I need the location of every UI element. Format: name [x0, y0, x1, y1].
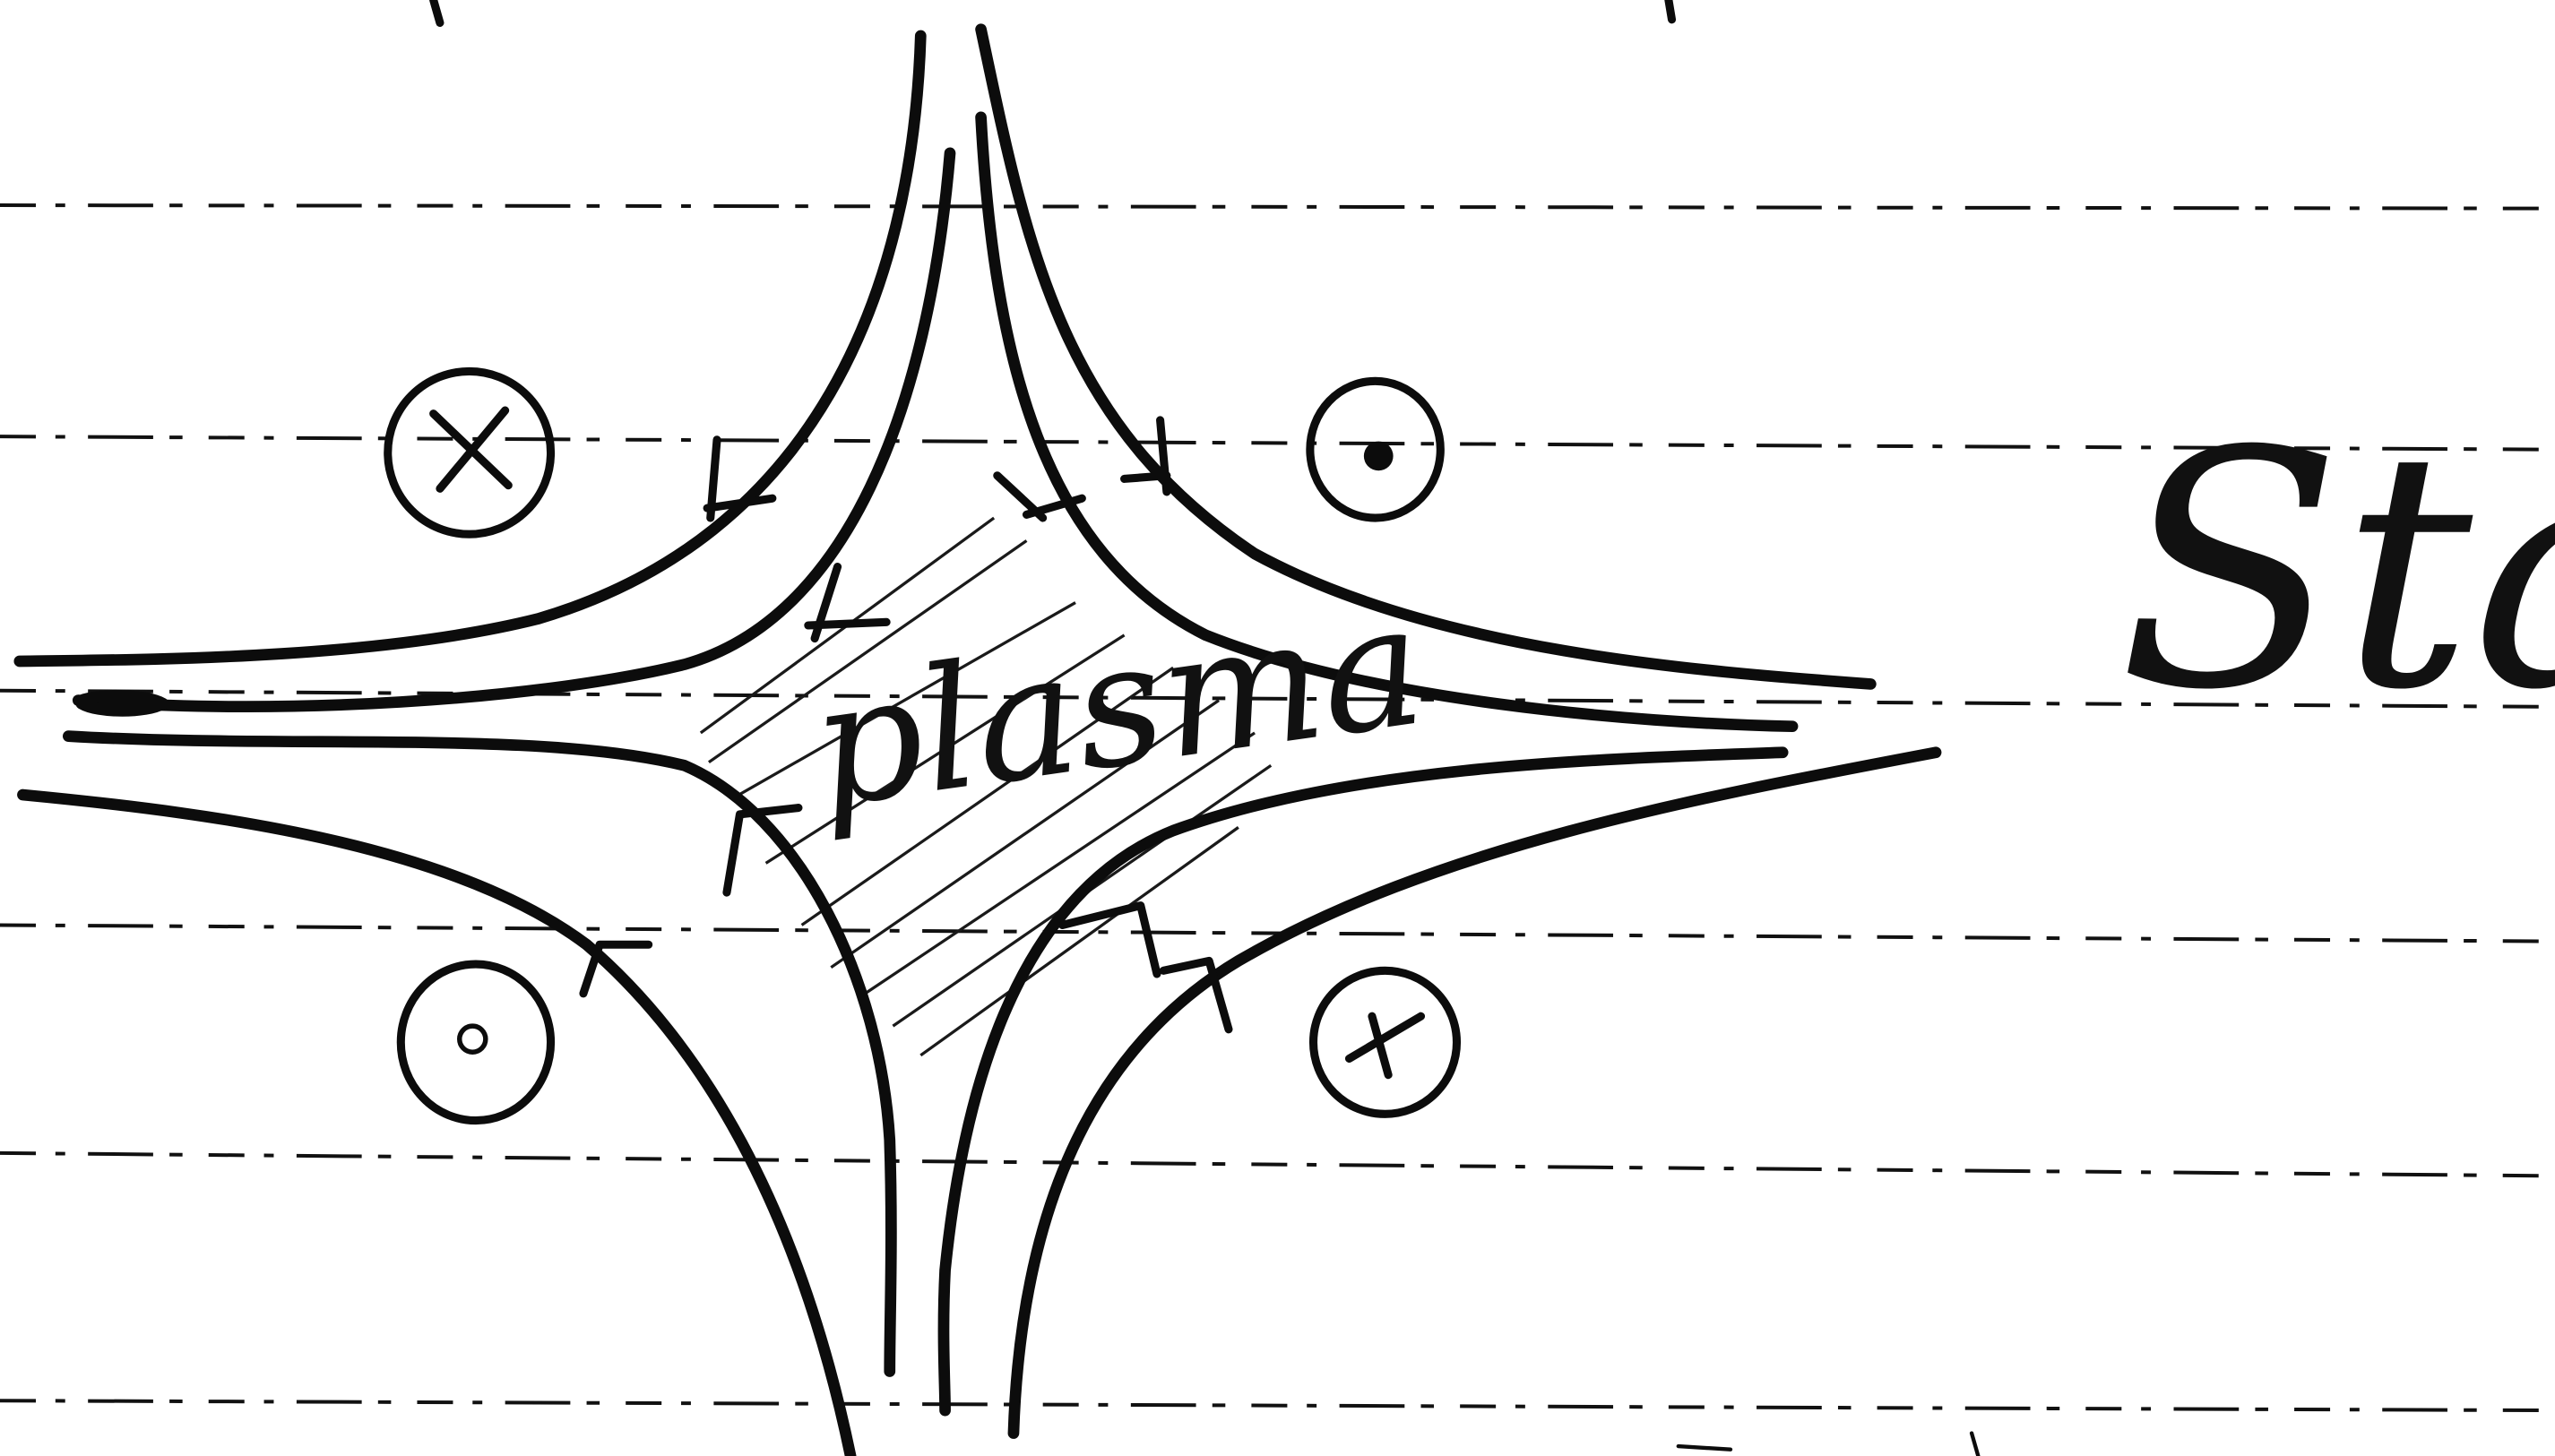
field-line-left-middle	[63, 730, 897, 1377]
arrow-left-middle	[722, 804, 803, 897]
edge-marks	[429, 0, 1981, 1456]
arrow-lower-left	[579, 940, 653, 998]
current-marker-lower-left	[396, 960, 556, 1125]
field-line-right-middle	[937, 746, 1789, 1417]
arrow-upper-right	[993, 416, 1171, 522]
current-marker-lower-right	[1308, 966, 1462, 1118]
field-line-upper-right-inner	[975, 111, 1799, 733]
field-line-upper-left-inner	[72, 147, 956, 713]
arrow-upper-left-inner	[804, 563, 891, 643]
field-line-upper-left-outer	[13, 30, 927, 668]
field-line-lower-left-outer	[17, 788, 857, 1456]
plasma-label: plasma	[801, 565, 1435, 846]
field-line-left-tip	[75, 690, 169, 717]
arrow-lower-right	[1057, 901, 1233, 1034]
direction-arrows	[579, 416, 1233, 1034]
current-marker-upper-left	[384, 366, 556, 538]
arrow-upper-left	[703, 435, 777, 522]
plasma-hatching	[699, 516, 1273, 1057]
field-lines	[13, 23, 1942, 1456]
current-marker-upper-right	[1306, 376, 1445, 522]
field-line-upper-right-outer	[975, 23, 1877, 690]
stable-label: Stable	[2119, 382, 2555, 761]
field-line-lower-right-outer	[1007, 746, 1942, 1439]
